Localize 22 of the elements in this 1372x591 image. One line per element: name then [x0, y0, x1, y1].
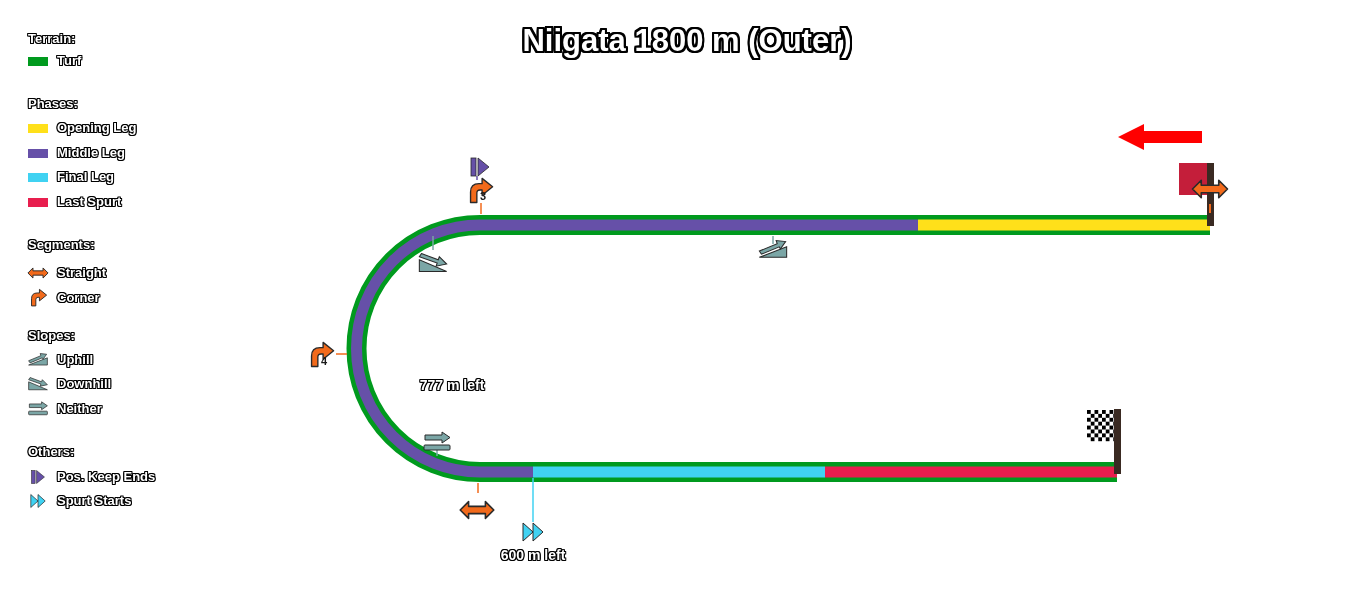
legend-label: Downhill [57, 376, 112, 392]
legend-label: Opening Leg [57, 120, 137, 136]
legend-heading: Segments: [28, 237, 95, 253]
legend-label: Last Spurt [57, 194, 122, 210]
map-title: Niigata 1800 m (Outer) [522, 23, 852, 59]
legend-heading: Slopes: [28, 328, 75, 344]
corner-number: 4 [320, 355, 328, 367]
legend-heading: Phases: [28, 96, 78, 112]
legend-label: Neither [57, 401, 102, 417]
legend-heading: Others: [28, 444, 75, 460]
legend-label: Corner [57, 290, 100, 306]
distance-label: 777 m left [419, 376, 485, 394]
legend-label: Final Leg [57, 169, 115, 185]
legend-label: Uphill [57, 352, 94, 368]
legend-label: Spurt Starts [57, 493, 132, 509]
corner-number: 3 [479, 190, 487, 202]
distance-label: 600 m left [500, 546, 566, 564]
legend-label: Turf [57, 53, 82, 69]
legend-label: Straight [57, 265, 107, 281]
legend-label: Pos. Keep Ends [57, 469, 156, 485]
legend-label: Middle Leg [57, 145, 125, 161]
legend-heading: Terrain: [28, 31, 76, 47]
